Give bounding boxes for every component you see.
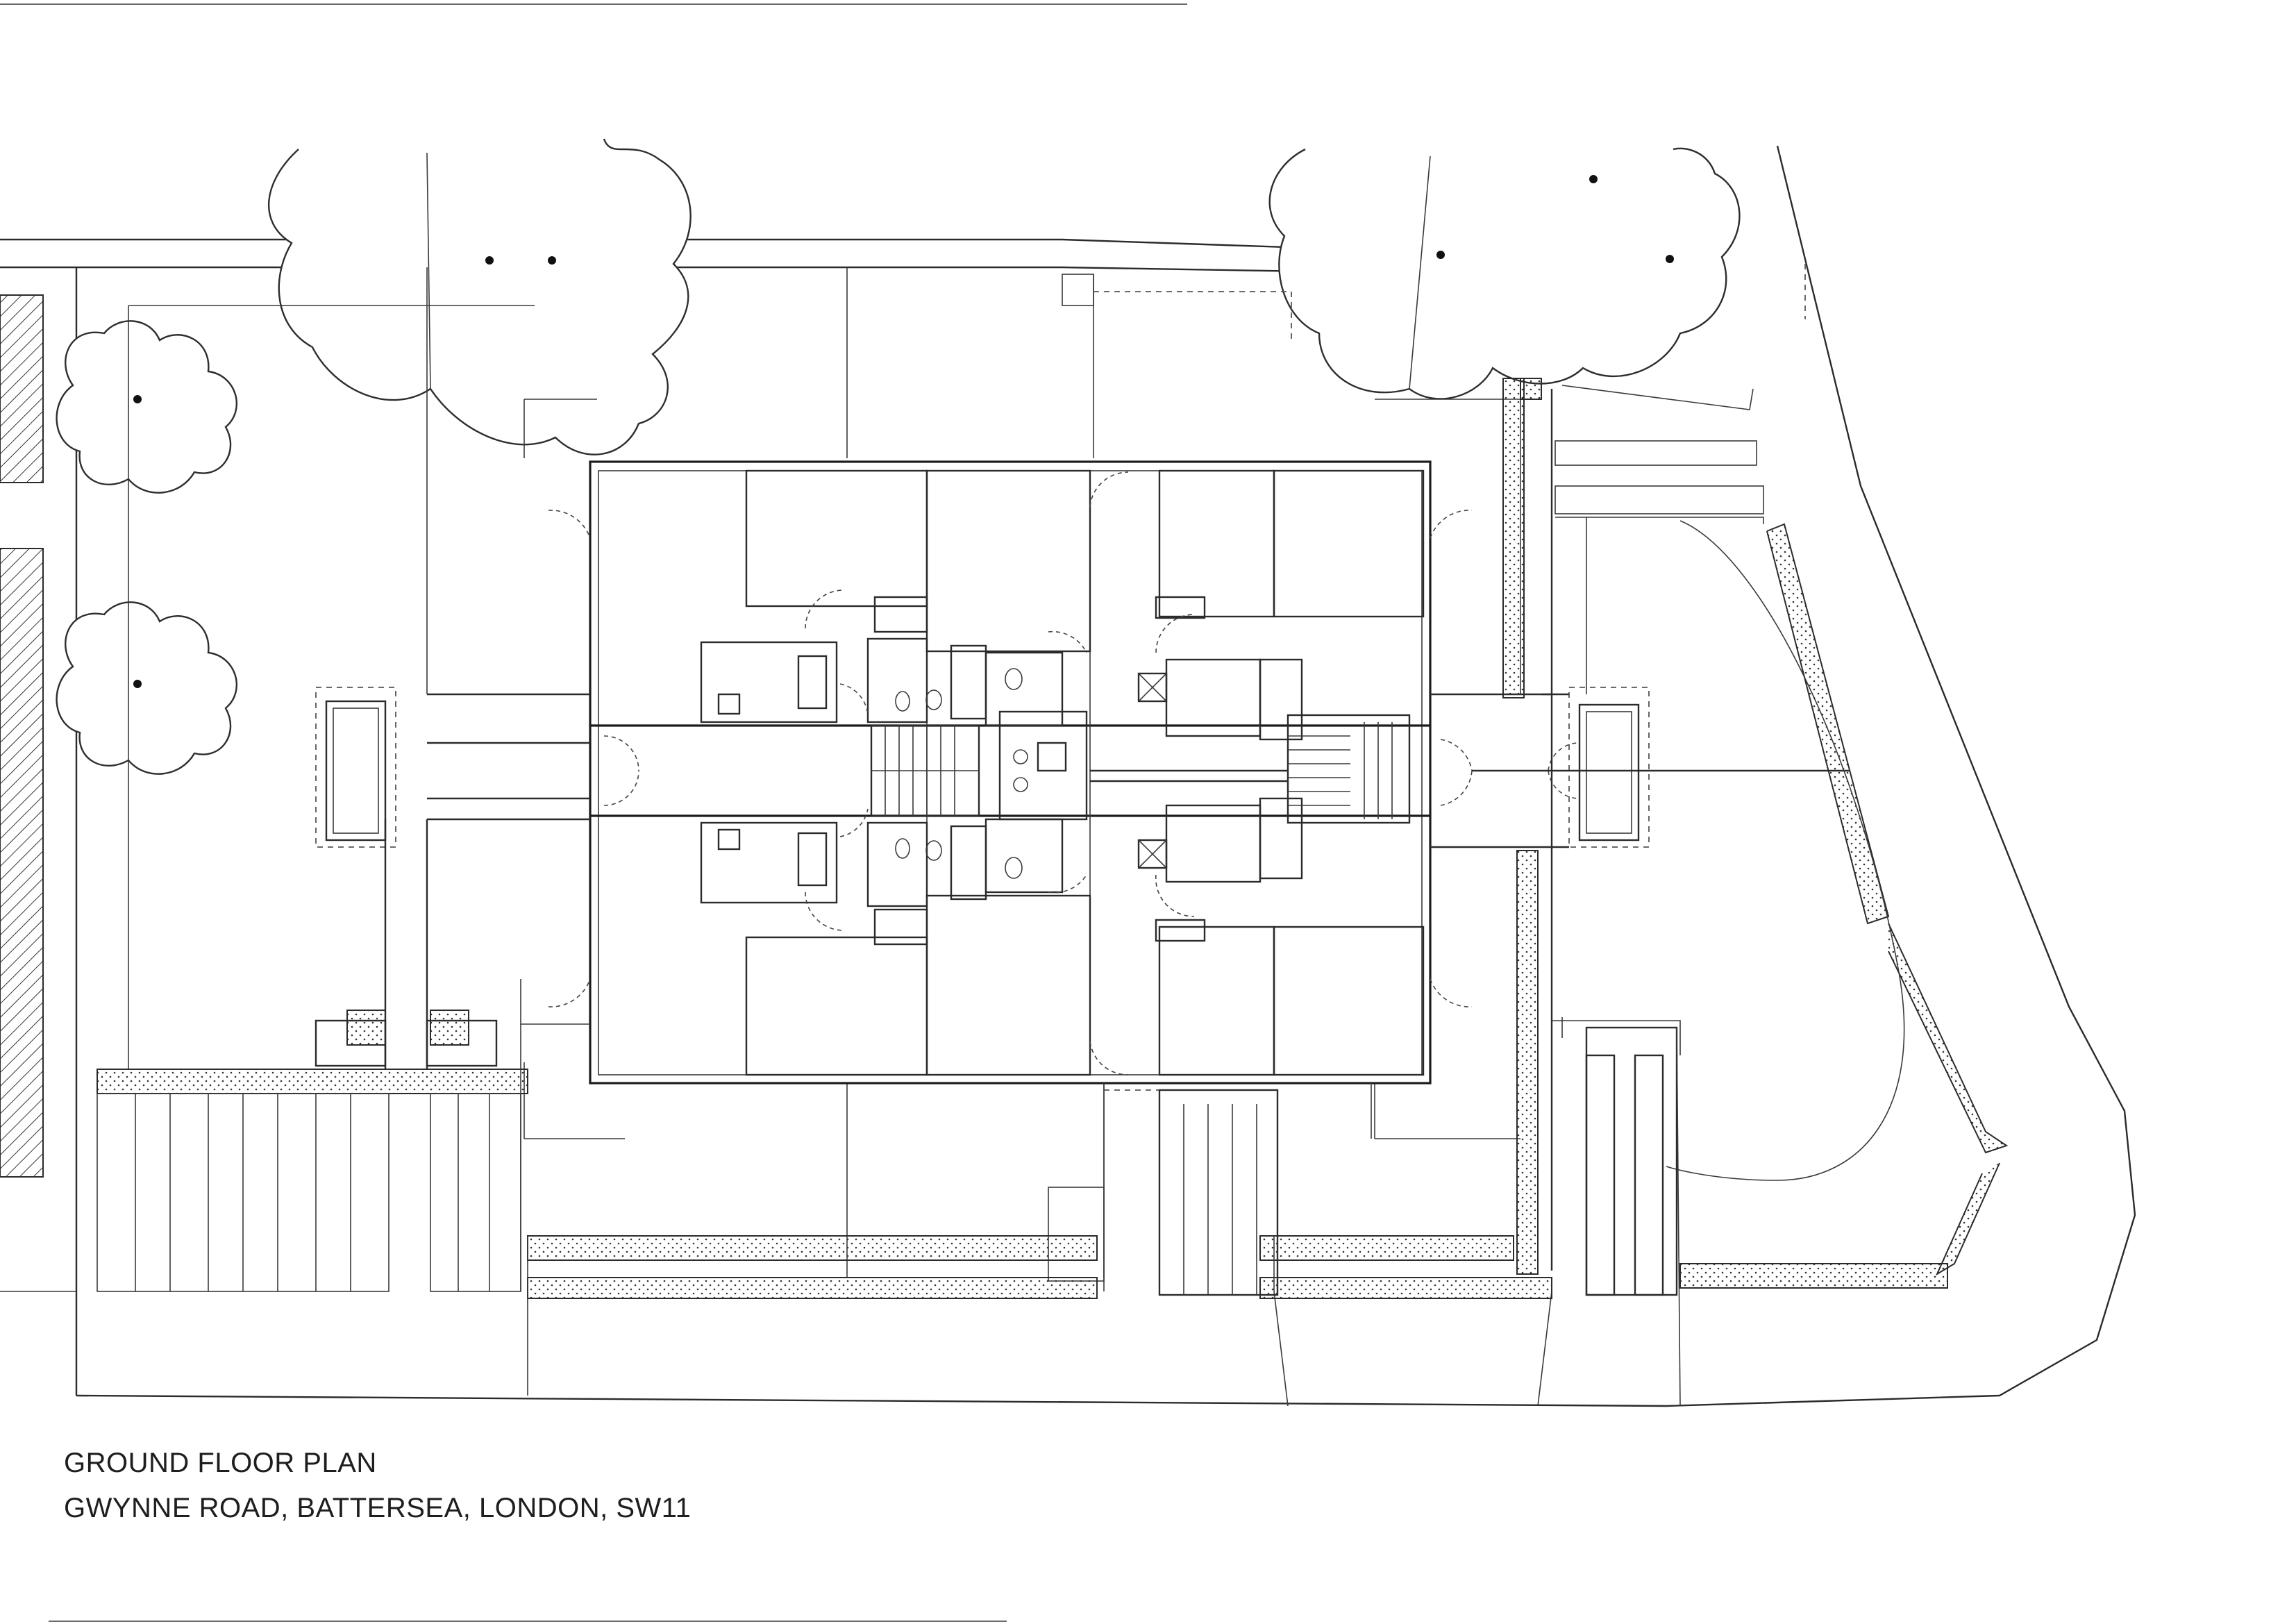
tree-left-lower (56, 601, 237, 775)
sanitary-fittings (895, 668, 1028, 879)
hatched-wall-lower (0, 548, 44, 1178)
entrance-paths (325, 693, 1850, 848)
tree-trunk-marker (133, 680, 142, 688)
right-side-walls (1273, 378, 2009, 1407)
tree-trunk-marker (133, 395, 142, 403)
door-swings (548, 471, 1580, 1075)
drawing-subtitle: GWYNNE ROAD, BATTERSEA, LONDON, SW11 (64, 1493, 692, 1523)
tree-left-upper (56, 320, 237, 494)
stair-core (870, 710, 1411, 824)
tree-top-centre (268, 138, 692, 455)
tree-top-right (1268, 147, 1741, 400)
upper-flat-rooms (700, 469, 1425, 741)
dashed-outlines (315, 264, 1806, 1091)
hatched-wall-upper (0, 294, 44, 483)
rear-bin-stores (97, 819, 1552, 1396)
road-posts (485, 175, 1674, 265)
drawing-title: GROUND FLOOR PLAN (64, 1448, 377, 1478)
building-footprint (589, 460, 1432, 1085)
lower-flat-rooms (700, 797, 1425, 1076)
